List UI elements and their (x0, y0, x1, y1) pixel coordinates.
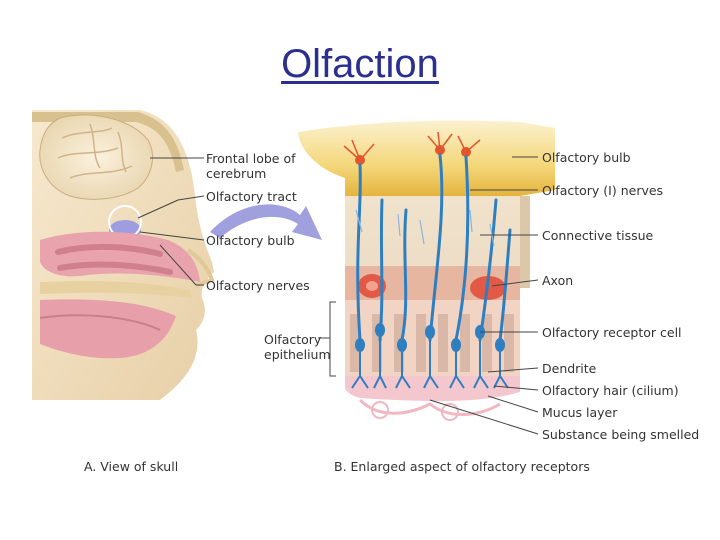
label-axon: Axon (542, 273, 574, 288)
label-dendrite: Dendrite (542, 361, 597, 376)
label-olfactory-tract: Olfactory tract (206, 189, 297, 204)
label-olfactory-hair: Olfactory hair (cilium) (542, 383, 679, 398)
skull-illustration (32, 110, 215, 400)
label-connective-tissue: Connective tissue (542, 228, 654, 243)
caption-panel-a: A. View of skull (84, 459, 179, 474)
label-olfactory-bulb-a: Olfactory bulb (206, 233, 295, 248)
page-title: Olfaction (281, 42, 439, 86)
label-olfactory-receptor-cell: Olfactory receptor cell (542, 325, 682, 340)
label-olfactory-bulb-b: Olfactory bulb (542, 150, 631, 165)
caption-panel-b: B. Enlarged aspect of olfactory receptor… (334, 459, 590, 474)
label-mucus-layer: Mucus layer (542, 405, 618, 420)
label-substance-being-smelled: Substance being smelled (542, 427, 700, 442)
receptor-illustration (298, 120, 555, 435)
zoom-arrow (210, 204, 322, 240)
label-olfactory-nerves: Olfactory nerves (206, 278, 310, 293)
label-olfactory-i-nerves: Olfactory (I) nerves (542, 183, 664, 198)
